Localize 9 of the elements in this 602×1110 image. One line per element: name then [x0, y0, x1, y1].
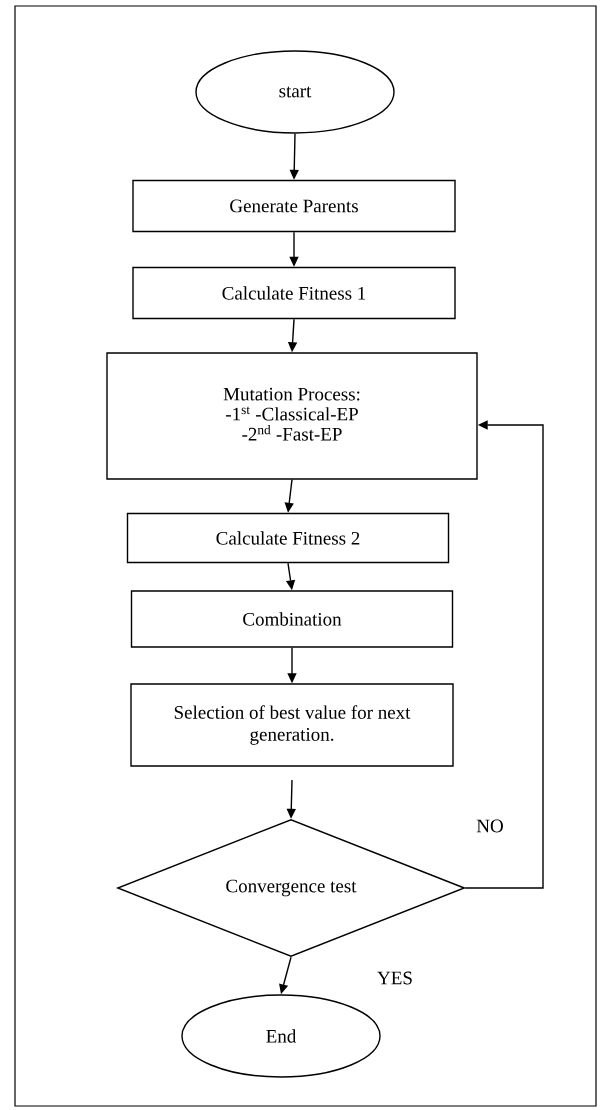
process-box: Selection of best value for next generation. [130, 683, 454, 767]
process-box: Combination [130, 590, 454, 648]
edge-label: YES [376, 970, 414, 986]
process-box: Calculate Fitness 1 [132, 266, 456, 320]
arrow [464, 420, 544, 889]
process-box: Mutation Process: -1$^{st}$ -Classical-EP -2$^{nd}$ -Fast-EP [106, 352, 478, 480]
process-box: Generate Parents [132, 179, 456, 233]
process-box: Calculate Fitness 2 [126, 512, 450, 564]
edge-label: NO [475, 818, 505, 834]
